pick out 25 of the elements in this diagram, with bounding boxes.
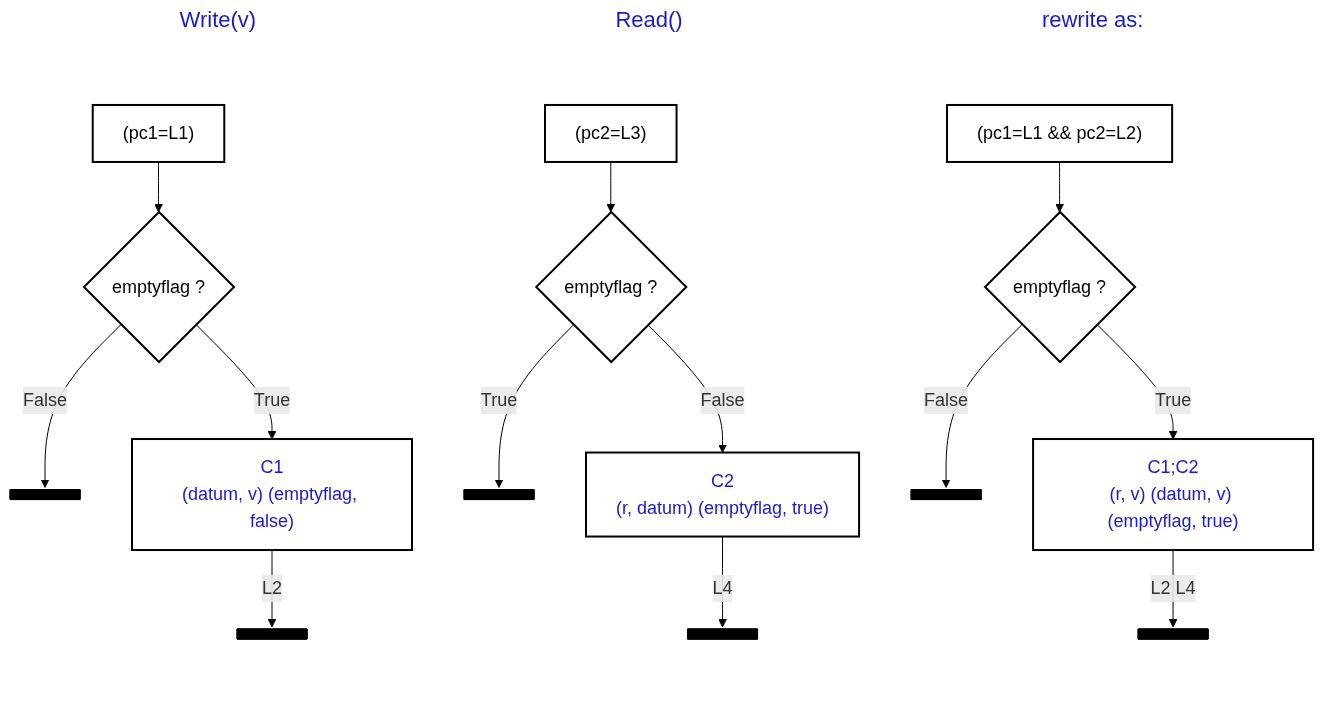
node-diamond: emptyflag ? [534, 210, 688, 364]
arrow [606, 161, 616, 213]
edge-label: L4 [712, 578, 733, 599]
node-box: (pc1=L1) [91, 103, 226, 163]
node-box: (pc2=L3) [543, 103, 678, 163]
edge-label: False [22, 390, 67, 411]
node-box: C2 (r, datum) (emptyflag, true) [584, 451, 861, 538]
node-box: (pc1=L1 && pc2=L2) [945, 103, 1174, 163]
edge-label: False [924, 390, 969, 411]
heading-label: Write(v) [179, 7, 257, 33]
node-diamond: emptyflag ? [983, 210, 1137, 364]
arrow [494, 324, 574, 488]
node-box: C1;C2 (r, v) (datum, v) (emptyflag, true) [1032, 438, 1315, 552]
heading-label: Read() [615, 7, 683, 33]
edge-label: L2 [261, 578, 282, 599]
node-box: C1 (datum, v) (emptyflag, false) [130, 438, 413, 552]
arrow [1055, 161, 1064, 213]
edge-label: True [480, 390, 518, 411]
edge-label: False [700, 390, 745, 411]
edge-label: True [253, 390, 291, 411]
node-diamond: emptyflag ? [82, 210, 236, 364]
heading-label: rewrite as: [1041, 7, 1144, 33]
edge-label: True [1154, 390, 1192, 411]
edge-label: L2 L4 [1150, 578, 1196, 599]
arrow [154, 161, 163, 213]
